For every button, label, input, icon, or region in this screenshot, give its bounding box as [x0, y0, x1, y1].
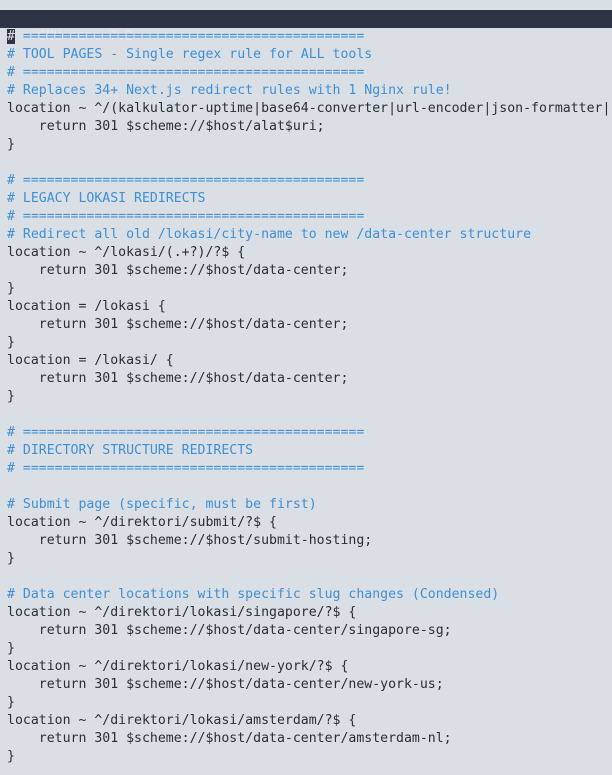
comment-line[interactable]: # DIRECTORY STRUCTURE REDIRECTS	[7, 443, 254, 458]
code-line[interactable]: return 301 $scheme://$host/submit-hostin…	[7, 533, 373, 548]
code-line[interactable]: location ~ ^/direktori/lokasi/amsterdam/…	[7, 713, 357, 728]
code-line[interactable]: }	[7, 281, 15, 296]
code-line[interactable]	[7, 478, 612, 496]
comment-line[interactable]: # ======================================…	[7, 425, 365, 440]
code-line[interactable]	[7, 568, 612, 586]
code-line[interactable]: return 301 $scheme://$host/data-center/a…	[7, 731, 452, 746]
comment-line[interactable]: # Replaces 34+ Next.js redirect rules wi…	[7, 83, 452, 98]
code-line[interactable]: return 301 $scheme://$host/data-center;	[7, 263, 349, 278]
code-line[interactable]: }	[7, 335, 15, 350]
text-cursor: #	[7, 29, 15, 44]
code-line[interactable]: location = /lokasi/ {	[7, 353, 174, 368]
code-line[interactable]: location ~ ^/direktori/lokasi/new-york/?…	[7, 659, 349, 674]
code-line[interactable]: }	[7, 695, 15, 710]
comment-line[interactable]: # ======================================…	[7, 209, 365, 224]
comment-line[interactable]: # ======================================…	[7, 173, 365, 188]
code-line[interactable]: }	[7, 749, 15, 764]
code-line[interactable]: return 301 $scheme://$host/data-center/s…	[7, 623, 452, 638]
comment-line[interactable]: # ======================================…	[7, 461, 365, 476]
comment-line[interactable]: # Data center locations with specific sl…	[7, 587, 500, 602]
comment-line[interactable]: # ======================================…	[7, 29, 365, 44]
text-editor-area[interactable]: # ======================================…	[7, 28, 612, 766]
code-line[interactable]: }	[7, 641, 15, 656]
app-title: GNU nano 7.2	[37, 29, 134, 44]
code-line[interactable]	[7, 406, 612, 424]
comment-line[interactable]: # LEGACY LOKASI REDIRECTS	[7, 191, 206, 206]
code-line[interactable]: return 301 $scheme://$host/data-center/n…	[7, 677, 444, 692]
code-line[interactable]: location ~ ^/lokasi/(.+?)/?$ {	[7, 245, 246, 260]
code-line[interactable]	[7, 154, 612, 172]
comment-line[interactable]: # Redirect all old /lokasi/city-name to …	[7, 227, 532, 242]
comment-line[interactable]: # TOOL PAGES - Single regex rule for ALL…	[7, 47, 373, 62]
code-line[interactable]: location ~ ^/(kalkulator-uptime|base64-c…	[7, 101, 611, 116]
code-line[interactable]: return 301 $scheme://$host/data-center;	[7, 371, 349, 386]
code-line[interactable]: }	[7, 551, 15, 566]
code-line[interactable]: location = /lokasi {	[7, 299, 166, 314]
nano-title-bar: GNU nano 7.2	[0, 10, 612, 44]
comment-line[interactable]: # Submit page (specific, must be first)	[7, 497, 317, 512]
code-line[interactable]: location ~ ^/direktori/lokasi/singapore/…	[7, 605, 357, 620]
code-line[interactable]: return 301 $scheme://$host/alat$uri;	[7, 119, 325, 134]
code-line[interactable]: }	[7, 389, 15, 404]
code-line[interactable]: }	[7, 137, 15, 152]
code-line[interactable]: return 301 $scheme://$host/data-center;	[7, 317, 349, 332]
comment-line[interactable]: # ======================================…	[7, 65, 365, 80]
code-line[interactable]: location ~ ^/direktori/submit/?$ {	[7, 515, 277, 530]
